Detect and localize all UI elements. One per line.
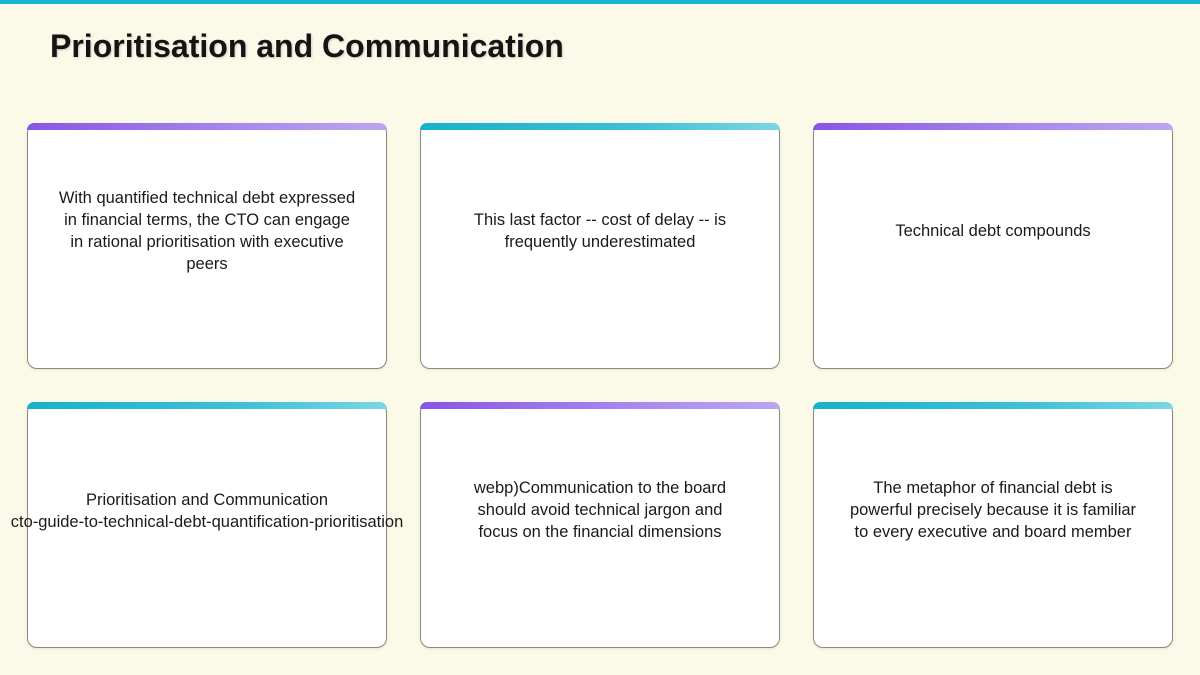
card-financial-metaphor: The metaphor of financial debt is powerf… xyxy=(813,402,1173,648)
card-cost-of-delay: This last factor -- cost of delay -- is … xyxy=(420,123,780,369)
card-accent-stripe xyxy=(420,402,780,409)
card-text: This last factor -- cost of delay -- is … xyxy=(473,211,727,251)
top-accent-bar xyxy=(0,0,1200,4)
card-accent-stripe xyxy=(813,402,1173,409)
card-section-reference: Prioritisation and Communication cto-gui… xyxy=(11,402,403,648)
card-text-slug: cto-guide-to-technical-debt-quantificati… xyxy=(10,512,404,531)
card-text: The metaphor of financial debt is powerf… xyxy=(849,479,1137,541)
card-accent-stripe xyxy=(420,123,780,130)
slide-title: Prioritisation and Communication xyxy=(50,28,564,64)
card-accent-stripe xyxy=(27,123,387,130)
card-rational-prioritisation: With quantified technical debt expressed… xyxy=(27,123,387,369)
card-accent-stripe xyxy=(27,402,387,409)
card-text: webp)Communication to the board should a… xyxy=(473,479,727,541)
card-text: With quantified technical debt expressed… xyxy=(58,189,356,273)
card-text: Technical debt compounds xyxy=(895,222,1091,240)
card-accent-stripe xyxy=(813,123,1173,130)
card-board-communication: webp)Communication to the board should a… xyxy=(420,402,780,648)
card-debt-compounds: Technical debt compounds xyxy=(813,123,1173,369)
card-text: Prioritisation and Communication cto-gui… xyxy=(11,489,404,533)
card-text-line1: Prioritisation and Communication xyxy=(85,490,329,509)
